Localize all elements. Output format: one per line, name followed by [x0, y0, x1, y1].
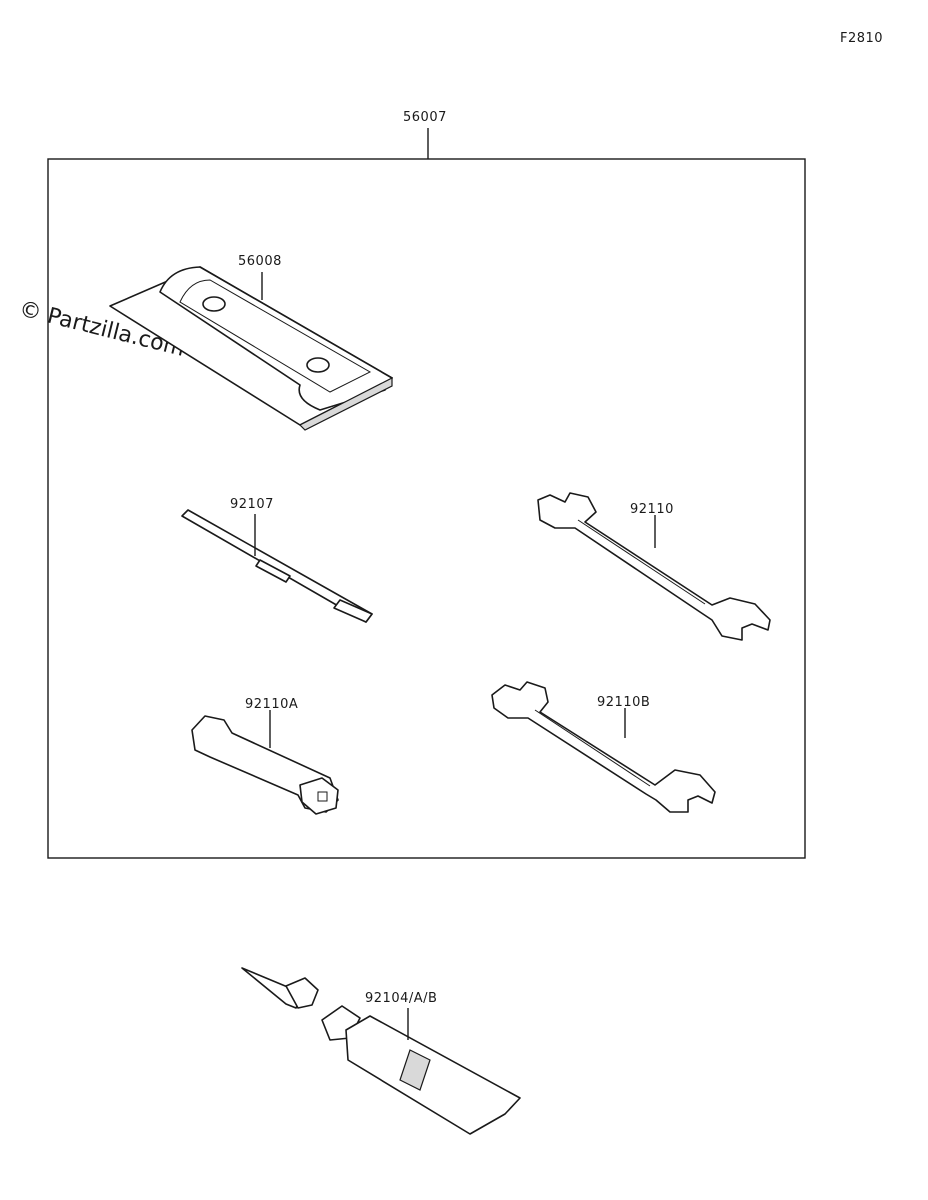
kit-frame	[47, 158, 806, 859]
wrench-small[interactable]: 92110B	[491, 681, 716, 813]
wrench-small-label[interactable]: 92110B	[597, 695, 650, 710]
socket-wrench-label[interactable]: 92110A	[245, 697, 298, 712]
kit-box: 56007	[47, 110, 806, 859]
wrench-large[interactable]: 92110	[537, 492, 771, 641]
kit-label[interactable]: 56007	[403, 110, 447, 125]
screwdriver-label[interactable]: 92107	[230, 497, 274, 512]
diagram-code: F2810	[840, 31, 883, 46]
bag-label[interactable]: 56008	[238, 254, 282, 269]
grease-tube[interactable]: 92104/A/B	[241, 967, 521, 1135]
socket-wrench[interactable]: 92110A	[191, 697, 339, 815]
wrench-large-label[interactable]: 92110	[630, 502, 674, 517]
grease-tube-label[interactable]: 92104/A/B	[365, 991, 437, 1006]
tool-bag[interactable]: 56008	[109, 254, 393, 431]
screwdriver[interactable]: 92107	[181, 497, 373, 623]
